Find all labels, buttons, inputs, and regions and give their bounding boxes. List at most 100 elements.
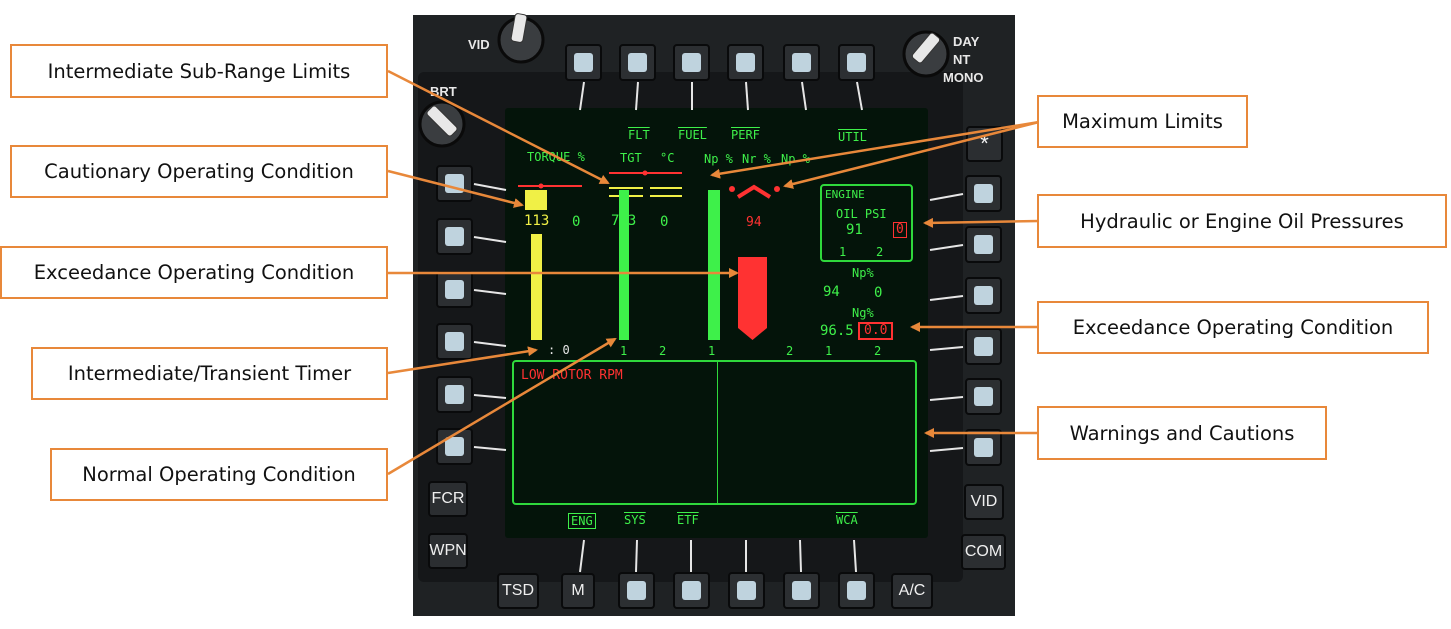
left-bezel-button-3[interactable] (436, 271, 473, 308)
tgt-value-1: 763 (611, 213, 637, 229)
bottom-bezel-button-5-cap (847, 581, 866, 600)
np-readout-1: 94 (823, 284, 840, 300)
left-bezel-button-2[interactable] (436, 218, 473, 255)
torque-bar-engine-1 (531, 234, 542, 340)
np-readout-2: 0 (874, 285, 883, 301)
left-bezel-button-5-cap (445, 385, 464, 404)
ng-readout-2: 0.0 (858, 322, 894, 340)
left-bezel-button-4[interactable] (436, 323, 473, 360)
leader-timer (387, 346, 538, 375)
top-bezel-button-2-cap (628, 53, 647, 72)
top-bezel-button-6-cap (847, 53, 866, 72)
ng-readout-1: 96.5 (820, 323, 854, 339)
menu-etf[interactable]: ETF (677, 513, 699, 527)
bottom-bezel-button-5[interactable] (838, 572, 875, 609)
tsd-button[interactable]: TSD (497, 573, 539, 609)
callout-warnings-cautions: Warnings and Cautions (1037, 406, 1327, 460)
rotor-value: 94 (746, 215, 762, 230)
brt-knob[interactable] (418, 100, 466, 148)
tgt-value-2: 0 (660, 214, 669, 230)
menu-wca[interactable]: WCA (836, 513, 858, 527)
tgt-limit-marker (642, 170, 648, 176)
leader-cautionary (387, 169, 524, 208)
left-bezel-button-6-cap (445, 437, 464, 456)
right-bezel-button-2[interactable] (965, 226, 1002, 263)
rotor-limit-dot-left (729, 186, 735, 192)
top-bezel-button-3[interactable] (673, 44, 710, 81)
day-label: DAY (953, 34, 980, 49)
wca-divider (717, 362, 718, 503)
tgt-bar-engine-1 (619, 190, 629, 340)
callout-cautionary-condition: Cautionary Operating Condition (10, 145, 388, 198)
bottom-bezel-button-1-cap (627, 581, 646, 600)
left-bezel-button-5[interactable] (436, 376, 473, 413)
mode-knob[interactable] (902, 30, 950, 78)
right-bezel-button-5[interactable] (965, 378, 1002, 415)
right-bezel-button-1[interactable] (965, 175, 1002, 212)
oil-eng-label-2: 2 (876, 245, 884, 259)
right-bezel-button-1-cap (974, 184, 993, 203)
top-bezel-button-4[interactable] (727, 44, 764, 81)
right-bezel-button-6-cap (974, 438, 993, 457)
torque-value-1: 113 (524, 213, 550, 229)
torque-caution-cap (525, 190, 547, 210)
nt-label: NT (953, 52, 971, 67)
callout-maximum-limits: Maximum Limits (1037, 95, 1248, 148)
top-bezel-button-1[interactable] (565, 44, 602, 81)
bottom-bezel-button-3-cap (737, 581, 756, 600)
m-button[interactable]: M (561, 573, 595, 609)
left-bezel-button-3-cap (445, 280, 464, 299)
leader-normal (387, 337, 617, 476)
torque-value-2: 0 (572, 214, 581, 230)
right-bezel-button-6[interactable] (965, 429, 1002, 466)
vid-knob[interactable] (497, 13, 545, 64)
top-bezel-button-4-cap (736, 53, 755, 72)
menu-util[interactable]: UTIL (838, 130, 867, 144)
right-bezel-button-4[interactable] (965, 328, 1002, 365)
bottom-bezel-button-4-cap (792, 581, 811, 600)
leader-sub-range (387, 69, 610, 185)
top-bezel-button-3-cap (682, 53, 701, 72)
vid-button[interactable]: VID (964, 484, 1004, 520)
menu-perf[interactable]: PERF (731, 128, 760, 142)
bottom-bezel-button-2[interactable] (673, 572, 710, 609)
right-bezel-button-3[interactable] (965, 277, 1002, 314)
menu-flt[interactable]: FLT (628, 128, 650, 142)
bottom-bezel-button-4[interactable] (783, 572, 820, 609)
bottom-bezel-button-1[interactable] (618, 572, 655, 609)
engine-oil-panel (820, 184, 913, 262)
gauge-eng-label-1: 1 (620, 344, 628, 358)
bottom-bezel-button-2-cap (682, 581, 701, 600)
readout-eng-label-1: 1 (825, 344, 833, 358)
wpn-button[interactable]: WPN (428, 533, 468, 569)
readout-eng-label-2: 2 (874, 344, 882, 358)
rotor-limit-dot-right (774, 186, 780, 192)
menu-eng[interactable]: ENG (568, 513, 596, 529)
gauge-eng-label-2: 2 (659, 344, 667, 358)
np-bar-engine-1 (708, 190, 720, 340)
ac-button[interactable]: A/C (891, 573, 933, 609)
bottom-bezel-button-3[interactable] (728, 572, 765, 609)
rotor-exceedance-bar (738, 257, 767, 340)
callout-sub-range-limits: Intermediate Sub-Range Limits (10, 44, 388, 98)
engine-panel-title: ENGINE (825, 188, 865, 201)
leader-max-limit-2 (783, 120, 1040, 189)
ng-readout-label: Ng% (852, 306, 874, 320)
fcr-button[interactable]: FCR (428, 481, 468, 517)
top-bezel-button-2[interactable] (619, 44, 656, 81)
com-button[interactable]: COM (961, 534, 1006, 570)
left-bezel-button-2-cap (445, 227, 464, 246)
callout-oil-pressures: Hydraulic or Engine Oil Pressures (1037, 194, 1447, 248)
menu-sys[interactable]: SYS (624, 513, 646, 527)
tgt-label: TGT (620, 151, 642, 165)
top-bezel-button-6[interactable] (838, 44, 875, 81)
right-bezel-button-2-cap (974, 235, 993, 254)
menu-fuel[interactable]: FUEL (678, 128, 707, 142)
top-bezel-button-5[interactable] (783, 44, 820, 81)
tgt-unit: °C (660, 151, 675, 165)
rotor-max-chevron (736, 184, 772, 199)
oil-eng-label-1: 1 (839, 245, 847, 259)
gauge-eng-label-4: 2 (786, 344, 794, 358)
